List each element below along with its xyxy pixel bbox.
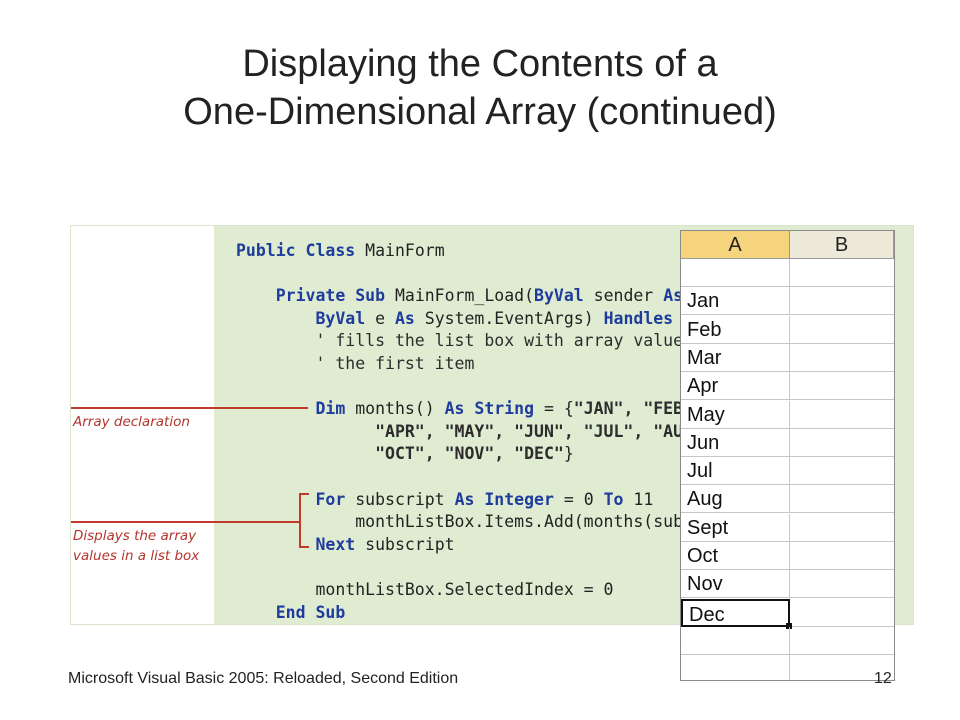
sheet-row <box>681 259 894 287</box>
code-token: monthListBox.SelectedIndex = 0 <box>236 579 614 599</box>
column-header-b[interactable]: B <box>790 231 894 259</box>
sheet-cell[interactable]: Jun <box>681 428 790 457</box>
displays-array-callout-line-2: values in a list box <box>73 548 200 564</box>
sheet-cell[interactable] <box>681 655 790 680</box>
sheet-row: May <box>681 400 894 429</box>
code-token: Public Class <box>236 241 356 260</box>
code-token: e <box>365 308 395 328</box>
code-line: End Sub <box>236 602 346 622</box>
code-token: = { <box>534 399 574 419</box>
code-line: monthListBox.Items.Add(months(subscript)… <box>236 512 763 532</box>
code-token: monthListBox.Items.Add(months(subscript)… <box>236 512 763 532</box>
code-line: Public Class MainForm <box>236 241 445 260</box>
sheet-row: Jul <box>681 457 894 486</box>
code-token: Dim <box>315 399 346 419</box>
code-token: Private Sub <box>236 286 386 306</box>
code-token: ByVal <box>236 308 366 328</box>
code-token: MainForm_Load( <box>385 286 535 306</box>
code-token: End Sub <box>236 602 346 622</box>
fill-handle[interactable] <box>786 622 792 629</box>
code-token: As <box>663 286 684 306</box>
sheet-cell[interactable]: Aug <box>681 485 790 514</box>
displays-array-bracket-top <box>299 493 309 495</box>
sheet-cell[interactable]: Feb <box>681 315 790 344</box>
slide-title: Displaying the Contents of a One-Dimensi… <box>0 40 960 136</box>
sheet-row: Apr <box>681 372 894 401</box>
code-token: ' the first item <box>236 353 475 373</box>
code-token: For <box>236 489 346 509</box>
sheet-cell[interactable]: Nov <box>681 570 790 599</box>
sheet-row: Dec <box>681 598 894 629</box>
sheet-cell[interactable]: Apr <box>681 372 790 401</box>
sheet-cell[interactable] <box>681 626 790 655</box>
sheet-row <box>681 655 894 680</box>
array-declaration-callout: Array declaration <box>73 414 190 430</box>
code-token: To <box>603 489 624 509</box>
sheet-row: Jan <box>681 287 894 316</box>
sheet-row: Oct <box>681 542 894 570</box>
footer-text: Microsoft Visual Basic 2005: Reloaded, S… <box>68 670 459 687</box>
sheet-cell[interactable]: Mar <box>681 343 790 372</box>
sheet-cell[interactable]: Sept <box>681 513 790 542</box>
sheet-row: Sept <box>681 513 894 542</box>
code-token: Handles <box>603 308 674 328</box>
code-token: "OCT", "NOV", "DEC" <box>236 444 564 464</box>
sheet-cell[interactable] <box>681 259 790 287</box>
code-token: MainForm <box>355 241 445 260</box>
code-token: Next <box>236 534 356 554</box>
code-line: For subscript As Integer = 0 To 11 <box>236 490 653 509</box>
code-token: months() <box>345 399 445 419</box>
code-token: As <box>394 308 415 328</box>
sheet-cell[interactable]: Oct <box>681 542 790 570</box>
sheet-row: Nov <box>681 570 894 599</box>
code-token: subscript <box>355 534 455 554</box>
code-token: ByVal <box>534 286 584 306</box>
code-token: subscript <box>345 489 455 509</box>
code-line: ' the first item <box>236 354 474 373</box>
page-number: 12 <box>874 670 892 687</box>
selected-cell[interactable]: Dec <box>681 598 790 627</box>
code-token: = 0 <box>553 489 604 509</box>
code-token: System.EventArgs) <box>414 308 604 328</box>
code-token: } <box>563 444 574 464</box>
displays-array-bracket <box>299 493 301 548</box>
code-token: As String <box>444 399 535 419</box>
code-line: "OCT", "NOV", "DEC"} <box>236 444 574 463</box>
sheet-row: Aug <box>681 485 894 514</box>
array-declaration-leader-line <box>71 407 308 409</box>
sheet-cell[interactable]: May <box>681 400 790 429</box>
sheet-row: Mar <box>681 343 894 372</box>
slide-title-line-2: One-Dimensional Array (continued) <box>183 91 777 133</box>
sheet-row: Feb <box>681 315 894 344</box>
sheet-cell[interactable]: Jan <box>681 287 790 316</box>
displays-array-bracket-bottom <box>299 546 309 548</box>
sheet-row: Jun <box>681 428 894 457</box>
column-header-a[interactable]: A <box>681 231 790 259</box>
sheet-row <box>681 626 894 655</box>
code-token: sender <box>583 286 664 306</box>
code-line: Next subscript <box>236 534 455 554</box>
displays-array-leader-line <box>71 521 299 523</box>
code-line: monthListBox.SelectedIndex = 0 <box>236 579 614 599</box>
code-token: As Integer <box>454 489 554 509</box>
sheet-cell[interactable]: Jul <box>681 457 790 486</box>
code-token: 11 <box>623 489 654 509</box>
displays-array-callout-line-1: Displays the array <box>73 528 197 544</box>
slide-title-line-1: Displaying the Contents of a <box>242 43 718 85</box>
